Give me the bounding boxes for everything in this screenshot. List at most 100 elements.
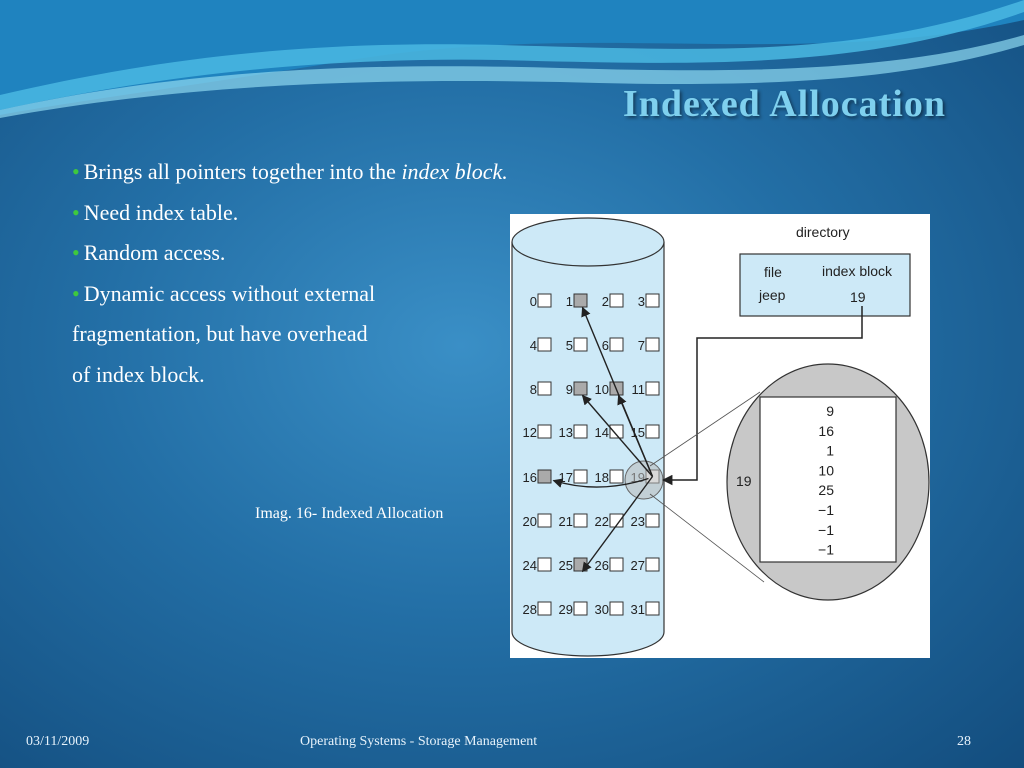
block-label-28: 28: [523, 602, 537, 617]
bullet-text: Random access.: [83, 240, 226, 265]
disk-cylinder-top: [511, 217, 665, 267]
block-label-12: 12: [523, 425, 537, 440]
directory-header-file: file: [764, 264, 782, 280]
disk-block-8: [537, 381, 552, 396]
disk-block-26: [609, 557, 624, 572]
pointer-arrow-to-10: [617, 394, 654, 477]
block-label-10: 10: [595, 382, 609, 397]
directory-label: directory: [796, 224, 850, 240]
disk-block-3: [645, 293, 660, 308]
disk-block-18: [609, 469, 624, 484]
block-label-25: 25: [559, 558, 573, 573]
bullet-item: •Random access.: [72, 233, 502, 274]
directory-table: [739, 253, 911, 317]
disk-block-6: [609, 337, 624, 352]
bullet-italic-text: index block.: [401, 159, 508, 184]
block-label-2: 2: [602, 294, 609, 309]
block-label-24: 24: [523, 558, 537, 573]
disk-block-5: [573, 337, 588, 352]
block-label-16: 16: [523, 470, 537, 485]
bullet-list: •Brings all pointers together into the i…: [72, 152, 508, 395]
block-label-8: 8: [530, 382, 537, 397]
block-label-3: 3: [638, 294, 645, 309]
disk-block-12: [537, 424, 552, 439]
block-label-1: 1: [566, 294, 573, 309]
index-entry: 9: [826, 403, 834, 419]
header-waves-decoration: [0, 0, 1024, 118]
block-label-18: 18: [595, 470, 609, 485]
block-label-14: 14: [595, 425, 609, 440]
index-entry: −1: [818, 522, 834, 538]
disk-block-9: [573, 381, 588, 396]
disk-block-20: [537, 513, 552, 528]
bullet-text: Dynamic access without external: [83, 280, 376, 306]
disk-block-27: [645, 557, 660, 572]
zoom-line: [649, 493, 765, 583]
block-label-30: 30: [595, 602, 609, 617]
indexed-allocation-figure: 0123456789101112131415161718192021222324…: [510, 214, 930, 658]
block-label-23: 23: [631, 514, 645, 529]
bullet-item: •Need index table.: [72, 193, 502, 234]
disk-block-29: [573, 601, 588, 616]
block-label-6: 6: [602, 338, 609, 353]
disk-block-17: [573, 469, 588, 484]
index-block-zoom-label: 19: [736, 473, 752, 489]
index-entry: 10: [818, 462, 834, 478]
disk-block-0: [537, 293, 552, 308]
bullet-continuation: fragmentation, but have overhead: [72, 321, 368, 346]
block-label-20: 20: [523, 514, 537, 529]
block-label-13: 13: [559, 425, 573, 440]
index-entry: 1: [826, 443, 834, 459]
disk-block-7: [645, 337, 660, 352]
disk-block-28: [537, 601, 552, 616]
block-label-4: 4: [530, 338, 537, 353]
pointer-arrow-to-9: [581, 394, 654, 477]
directory-header-index-block: index block: [822, 263, 893, 279]
zoom-line: [649, 391, 761, 467]
disk-block-11: [645, 381, 660, 396]
pointer-arrow-to-16: [552, 477, 649, 488]
bullet-marker: •: [72, 240, 80, 265]
bullet-item: •Brings all pointers together into the i…: [72, 152, 508, 193]
disk-block-14: [609, 424, 624, 439]
bullet-marker: •: [72, 159, 80, 184]
directory-pointer: [661, 306, 863, 486]
disk-block-4: [537, 337, 552, 352]
disk-block-1: [573, 293, 588, 308]
footer-page-number: 28: [957, 734, 971, 749]
block-label-29: 29: [559, 602, 573, 617]
index-entry: 16: [818, 423, 834, 439]
bullet-marker: •: [72, 199, 80, 225]
block-label-7: 7: [638, 338, 645, 353]
footer-title: Operating Systems - Storage Management: [300, 734, 538, 749]
index-entry: 25: [818, 482, 834, 498]
disk-block-15: [645, 424, 660, 439]
pointer-arrow-to-25: [581, 476, 654, 573]
block-label-31: 31: [631, 602, 645, 617]
slide-title: Indexed Allocation: [622, 83, 946, 125]
disk-block-31: [645, 601, 660, 616]
disk-block-2: [609, 293, 624, 308]
footer-date: 03/11/2009: [26, 734, 90, 749]
disk-block-16: [537, 469, 552, 484]
directory-row-index-block: 19: [850, 289, 866, 305]
bullet-text: Brings all pointers together into the: [83, 159, 402, 184]
figure-caption: Imag. 16- Indexed Allocation: [255, 505, 444, 522]
disk-block-21: [573, 513, 588, 528]
disk-block-22: [609, 513, 624, 528]
block-label-27: 27: [631, 558, 645, 573]
disk-block-24: [537, 557, 552, 572]
block-label-15: 15: [631, 425, 645, 440]
block-label-5: 5: [566, 338, 573, 353]
block-label-22: 22: [595, 514, 609, 529]
index-entry: −1: [818, 542, 834, 558]
index-entry: −1: [818, 502, 834, 518]
directory-row-file: jeep: [758, 287, 786, 303]
index-block-table: [759, 396, 897, 563]
block-label-26: 26: [595, 558, 609, 573]
bullet-item: •Dynamic access without external: [72, 274, 502, 315]
block-label-21: 21: [559, 514, 573, 529]
block-label-9: 9: [566, 382, 573, 397]
block-label-0: 0: [530, 294, 537, 309]
disk-block-30: [609, 601, 624, 616]
